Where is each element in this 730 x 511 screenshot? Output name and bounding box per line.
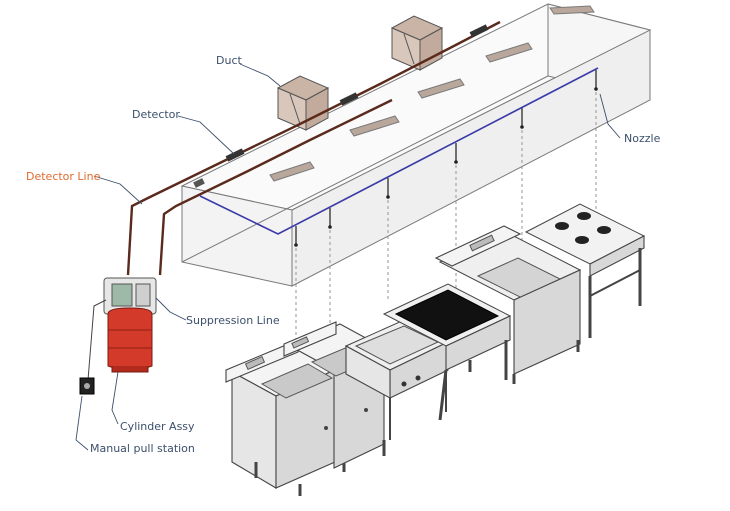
black-griddle-unit — [382, 283, 512, 421]
cylinder-assy-label: Cylinder Assy — [120, 420, 195, 433]
duct-label: Duct — [216, 54, 242, 67]
exhaust-hood — [180, 3, 652, 287]
sink-unit — [434, 225, 582, 384]
manual-pull-station-label: Manual pull station — [90, 442, 195, 455]
label-leaders — [75, 63, 621, 451]
pull-station-cable — [87, 299, 107, 381]
detector-line-label: Detector Line — [26, 170, 101, 183]
detector-label: Detector — [132, 108, 180, 121]
range-top-unit — [524, 203, 646, 338]
suppression-line-pipe — [199, 67, 599, 235]
suppression-line-label: Suppression Line — [186, 314, 280, 327]
hood-filters — [269, 5, 595, 182]
manual-pull-station-icon — [79, 377, 95, 395]
detector-line-pipe — [126, 20, 501, 276]
nozzles — [294, 70, 598, 247]
nozzle-label: Nozzle — [624, 132, 661, 145]
nozzle-target-lines — [295, 92, 597, 345]
cylinder-assy — [103, 277, 157, 373]
detectors — [193, 24, 489, 188]
duct-1 — [276, 75, 330, 131]
duct-2 — [390, 15, 444, 71]
